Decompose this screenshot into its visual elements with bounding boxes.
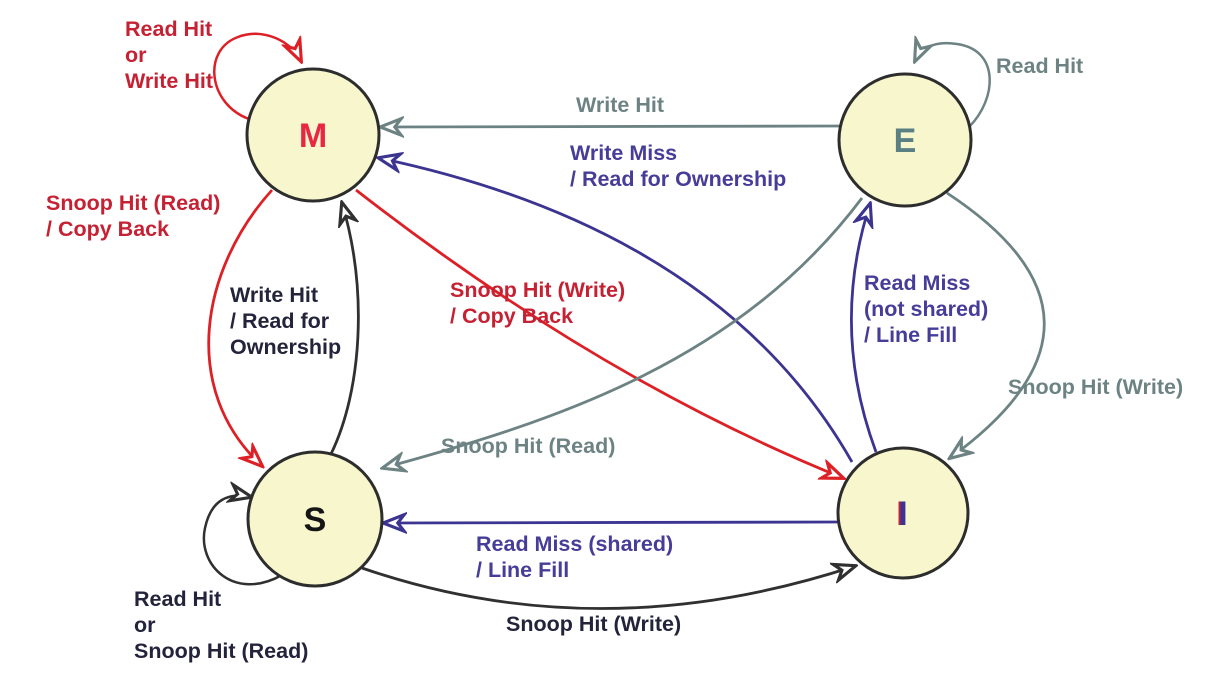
label-line: Snoop Hit (Read) [441, 434, 615, 458]
label-e-to-m-write-hit: Write Hit [576, 93, 664, 117]
label-line: Read Miss [864, 271, 970, 295]
label-line: (not shared) [864, 297, 988, 321]
arrow-m-self-loop [213, 32, 301, 121]
arrow-e-to-i [947, 191, 1046, 458]
label-line: / Copy Back [46, 217, 169, 241]
label-i-to-m-write-miss-rfo: Write Miss / Read for Ownership [570, 141, 786, 191]
label-line: Write Hit [230, 283, 318, 307]
label-s-to-m-write-hit-rfo: Write Hit / Read for Ownership [230, 283, 341, 359]
arrow-i-to-s [384, 522, 839, 523]
label-line: Snoop Hit (Write) [506, 612, 681, 636]
state-circle-e [837, 72, 973, 208]
state-label-i-shadow: I [896, 495, 905, 533]
label-line: Snoop Hit (Read) [46, 191, 220, 215]
arrow-m-to-i [355, 188, 843, 478]
state-circle-s [246, 450, 384, 588]
state-label-e: E [894, 122, 917, 160]
arrow-s-to-m [329, 203, 360, 455]
label-line: / Line Fill [476, 558, 569, 582]
label-line: Read Hit [134, 587, 221, 611]
label-e-self-read-hit: Read Hit [996, 54, 1083, 78]
arrow-e-to-m [381, 126, 841, 127]
label-i-to-s-read-miss-shared: Read Miss (shared) / Line Fill [476, 532, 673, 582]
label-m-to-i-snoop-write-copyback: Snoop Hit (Write) / Copy Back [450, 278, 625, 328]
label-line: Snoop Hit (Read) [134, 639, 308, 663]
label-line: Ownership [230, 335, 341, 359]
label-e-to-i-snoop-write: Snoop Hit (Write) [1008, 375, 1183, 399]
label-i-to-e-read-miss-not-shared: Read Miss (not shared) / Line Fill [864, 271, 988, 347]
state-label-i: I [898, 495, 907, 533]
label-line: Write Hit [125, 69, 213, 93]
arrow-s-self-loop [202, 496, 283, 586]
label-line: Read Hit [125, 17, 212, 41]
label-line: Write Hit [576, 93, 664, 117]
arrow-i-to-m [379, 158, 854, 463]
state-label-s: S [304, 501, 327, 539]
state-circle-i [836, 446, 970, 580]
label-line: or [134, 613, 156, 637]
label-line: Read Miss (shared) [476, 532, 673, 556]
label-m-self-read-or-write-hit: Read Hit or Write Hit [125, 17, 213, 93]
label-line: Snoop Hit (Write) [1008, 375, 1183, 399]
state-label-m: M [299, 117, 327, 155]
label-line: Snoop Hit (Write) [450, 278, 625, 302]
label-line: Read Hit [996, 54, 1083, 78]
arrow-e-to-s [383, 197, 864, 468]
label-line: / Line Fill [864, 323, 957, 347]
label-s-to-i-snoop-write: Snoop Hit (Write) [506, 612, 681, 636]
arrow-m-to-s [207, 189, 274, 466]
label-e-to-s-snoop-read: Snoop Hit (Read) [441, 434, 615, 458]
arrow-s-to-i [361, 566, 855, 610]
arrow-i-to-e [849, 204, 878, 453]
arrow-e-self-loop [915, 43, 991, 128]
state-circle-m [245, 67, 381, 203]
label-s-self-read-hit-or-snoop-read: Read Hit or Snoop Hit (Read) [134, 587, 308, 663]
label-line: / Copy Back [450, 304, 573, 328]
label-m-to-s-snoop-read-copyback: Snoop Hit (Read) / Copy Back [46, 191, 220, 241]
label-line: / Read for Ownership [570, 167, 786, 191]
label-line: Write Miss [570, 141, 677, 165]
label-line: / Read for [230, 309, 330, 333]
label-line: or [125, 43, 147, 67]
